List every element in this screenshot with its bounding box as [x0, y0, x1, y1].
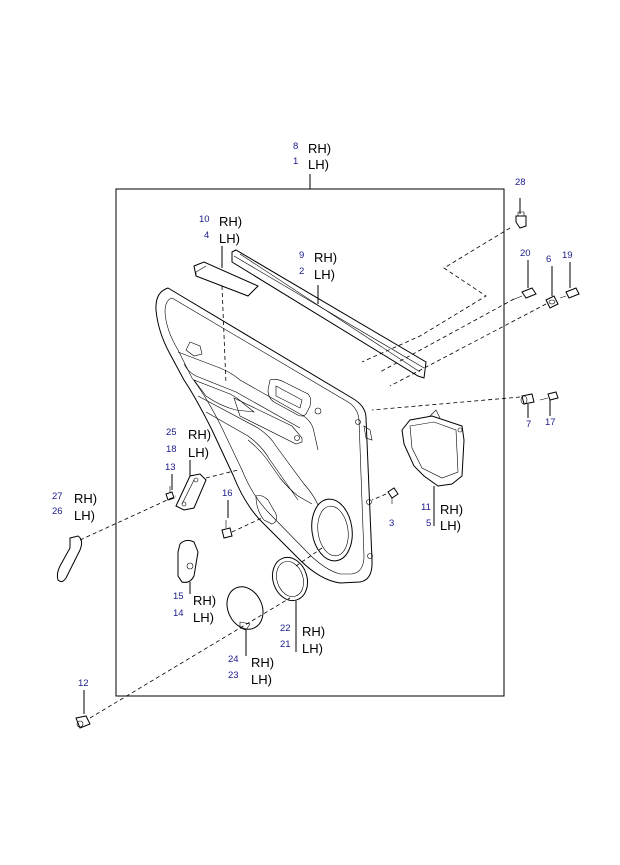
callout-1-lh: LH) — [308, 157, 329, 172]
callout-17: 17 — [545, 417, 556, 428]
callout-26: 26 — [52, 506, 63, 517]
callout-5: 5 — [426, 518, 431, 529]
clip-28 — [515, 211, 527, 229]
screw-12 — [75, 715, 91, 729]
callout-16: 16 — [222, 488, 233, 499]
callout-28: 28 — [515, 177, 526, 188]
armrest-pad — [193, 261, 259, 297]
callout-27: 27 — [52, 491, 63, 502]
callout-26-lh: LH) — [74, 508, 95, 523]
callout-10-rh: RH) — [219, 214, 242, 229]
callout-22: 22 — [280, 623, 291, 634]
callout-23: 23 — [228, 670, 239, 681]
callout-12: 12 — [78, 678, 89, 689]
screw-20 — [511, 287, 537, 301]
callout-18-lh: LH) — [188, 445, 209, 460]
clip-3 — [387, 487, 399, 504]
speaker-grille-ring — [271, 556, 309, 602]
callout-22-rh: RH) — [302, 624, 325, 639]
callout-8-rh: RH) — [308, 141, 331, 156]
screw-19 — [559, 287, 580, 299]
callout-11: 11 — [421, 502, 431, 513]
callout-23-lh: LH) — [251, 672, 272, 687]
trim-strip — [56, 535, 83, 583]
screw-16 — [221, 520, 233, 539]
callout-14-lh: LH) — [193, 610, 214, 625]
callout-2-lh: LH) — [314, 267, 335, 282]
callout-9-rh: RH) — [314, 250, 337, 265]
belt-weatherstrip — [231, 249, 427, 379]
callout-21: 21 — [280, 639, 291, 650]
callout-19: 19 — [562, 250, 573, 261]
callout-25: 25 — [166, 427, 177, 438]
callout-15-rh: RH) — [193, 593, 216, 608]
callout-8: 8 — [293, 141, 298, 152]
callout-25-rh: RH) — [188, 427, 211, 442]
callout-10: 10 — [199, 214, 210, 225]
callout-15: 15 — [173, 591, 184, 602]
callout-18: 18 — [166, 444, 177, 455]
bolt-7 — [520, 393, 535, 405]
callout-9: 9 — [299, 250, 304, 261]
handle-bracket — [175, 473, 207, 511]
callout-6: 6 — [546, 254, 551, 265]
speaker-bracket — [401, 409, 465, 487]
nut-6 — [545, 295, 559, 309]
callout-4: 4 — [204, 230, 209, 241]
callout-27-rh: RH) — [74, 491, 97, 506]
callout-11-rh: RH) — [440, 502, 463, 517]
callout-24-rh: RH) — [251, 655, 274, 670]
callout-4-lh: LH) — [219, 231, 240, 246]
callout-13: 13 — [165, 462, 176, 473]
callout-21-lh: LH) — [302, 641, 323, 656]
callout-2: 2 — [299, 266, 304, 277]
door-trim-panel — [155, 287, 373, 584]
callout-1: 1 — [293, 156, 298, 167]
callout-20: 20 — [520, 248, 531, 259]
screw-17 — [539, 391, 559, 401]
callout-7: 7 — [526, 419, 531, 430]
speaker-cover — [226, 586, 264, 631]
callout-14: 14 — [173, 608, 184, 619]
callout-3: 3 — [389, 518, 394, 529]
callout-5-lh: LH) — [440, 518, 461, 533]
switch-cover — [177, 539, 199, 583]
callout-24: 24 — [228, 654, 239, 665]
